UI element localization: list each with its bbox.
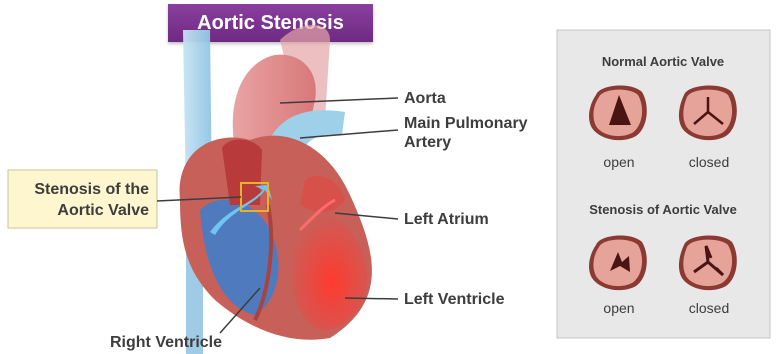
label-left-atrium: Left Atrium xyxy=(404,211,489,228)
stenosis-open-valve-icon xyxy=(589,236,647,291)
label-left-ventricle: Left Ventricle xyxy=(404,291,505,308)
stenosis-open-caption: open xyxy=(603,300,634,316)
panel-background xyxy=(557,30,770,338)
callout-line1: Stenosis of the xyxy=(34,181,149,198)
stenosis-closed-valve-icon xyxy=(679,236,737,291)
stenosis-valve-title: Stenosis of Aortic Valve xyxy=(589,202,737,217)
normal-valve-title: Normal Aortic Valve xyxy=(602,54,724,69)
normal-open-valve-icon xyxy=(589,86,647,141)
stenosis-closed-caption: closed xyxy=(689,300,729,316)
label-right-ventricle: Right Ventricle xyxy=(110,334,222,351)
callout-line2: Aortic Valve xyxy=(57,202,149,219)
label-pulmonary-line1: Main Pulmonary xyxy=(404,115,528,132)
normal-closed-valve-icon xyxy=(679,86,737,141)
label-pulmonary-line2: Artery xyxy=(404,134,451,151)
normal-open-caption: open xyxy=(603,154,634,170)
left-ventricle-leader xyxy=(345,298,398,299)
callout-box xyxy=(8,170,157,228)
heart-group xyxy=(180,136,372,340)
normal-closed-caption: closed xyxy=(689,154,729,170)
valve-comparison-panel: Normal Aortic Valve open closed Stenosis… xyxy=(557,30,770,338)
label-aorta: Aorta xyxy=(404,90,446,107)
